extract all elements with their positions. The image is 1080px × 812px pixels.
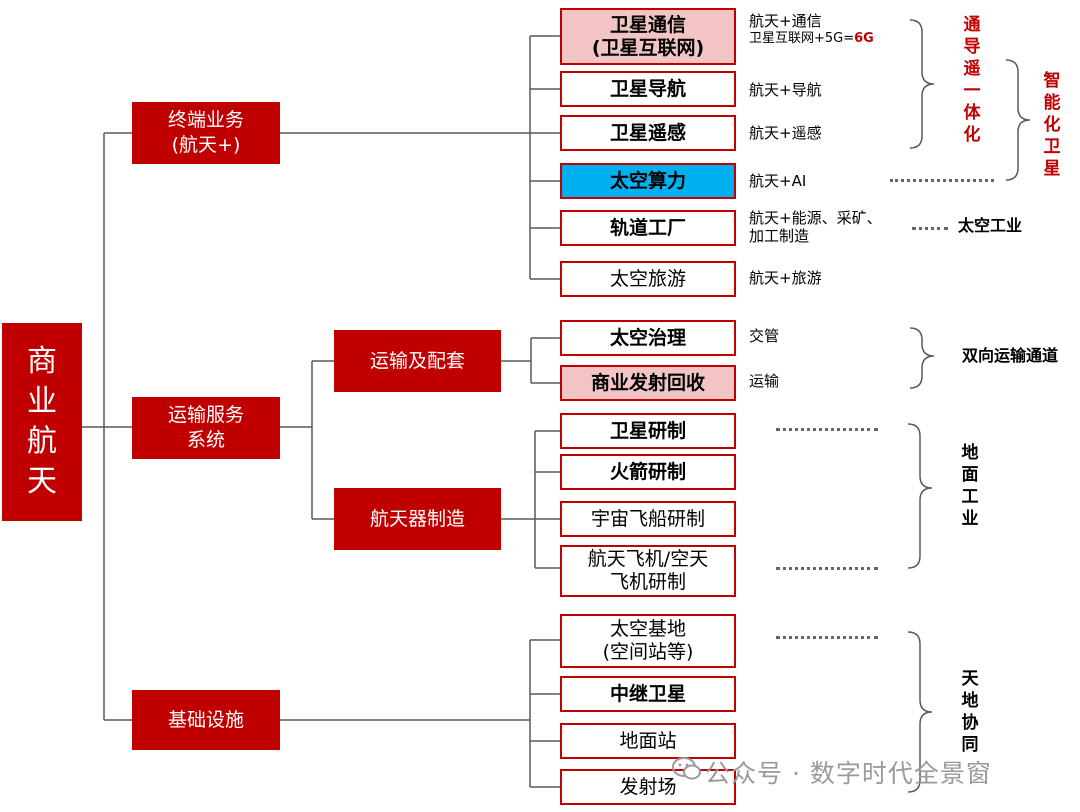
- root-char: 商: [27, 344, 57, 379]
- category-transport-system: 运输服务 系统: [132, 397, 280, 459]
- leaf-satellite-communication: 卫星通信 (卫星互联网): [560, 8, 736, 65]
- category-label: 运输服务: [167, 404, 244, 426]
- category-terminal: 终端业务 (航天+): [132, 102, 280, 164]
- leaf-commercial-launch: 商业发射回收: [560, 365, 736, 401]
- dotted-leader: [776, 636, 878, 639]
- note-transport: 运输: [749, 372, 780, 390]
- note-manufacturing: 航天+能源、采矿、 加工制造: [749, 209, 882, 245]
- leaf-space-computing: 太空算力: [560, 163, 736, 199]
- watermark: 公众号 · 数字时代全景窗: [705, 759, 992, 788]
- note-ai: 航天+AI: [749, 172, 807, 190]
- leaf-orbital-factory: 轨道工厂: [560, 210, 736, 246]
- dotted-leader: [912, 227, 948, 230]
- subcategory-manufacturing: 航天器制造: [334, 488, 501, 550]
- tag-intelligent-satellite: 智能化卫星: [1043, 71, 1061, 179]
- tag-space-industry: 太空工业: [958, 216, 1023, 235]
- leaf-spacecraft-development: 宇宙飞船研制: [560, 501, 736, 537]
- tag-integration: 通导遥一体化: [963, 15, 981, 145]
- subcategory-transport: 运输及配套: [334, 330, 501, 392]
- tag-ground-industry: 地面工业: [961, 443, 979, 529]
- leaf-space-tourism: 太空旅游: [560, 261, 736, 297]
- category-sublabel: 系统: [186, 429, 225, 451]
- root-char: 航: [27, 424, 57, 459]
- note-remote-sensing: 航天+遥感: [749, 124, 822, 142]
- note-traffic: 交管: [749, 327, 780, 345]
- leaf-satellite-development: 卫星研制: [560, 413, 736, 449]
- dotted-leader: [776, 567, 878, 570]
- root-char: 业: [27, 384, 57, 419]
- category-sublabel: (航天+): [171, 134, 241, 156]
- category-label: 基础设施: [167, 708, 244, 731]
- note-navigation: 航天+导航: [749, 81, 822, 99]
- leaf-launch-site: 发射场: [560, 769, 736, 805]
- leaf-rocket-development: 火箭研制: [560, 454, 736, 490]
- note-tourism: 航天+旅游: [749, 269, 822, 287]
- subcategory-label: 航天器制造: [369, 507, 465, 530]
- leaf-satellite-navigation: 卫星导航: [560, 71, 736, 107]
- leaf-relay-satellite: 中继卫星: [560, 676, 736, 712]
- dotted-leader: [890, 179, 994, 182]
- leaf-space-governance: 太空治理: [560, 320, 736, 356]
- leaf-space-base: 太空基地 (空间站等): [560, 614, 736, 668]
- category-label: 终端业务: [167, 109, 244, 131]
- tag-two-way-transport: 双向运输通道: [962, 346, 1059, 365]
- category-infrastructure: 基础设施: [132, 690, 280, 750]
- dotted-leader: [776, 428, 878, 431]
- root-node: 商 业 航 天: [2, 323, 82, 521]
- note-communication: 航天+通信 卫星互联网+5G=6G: [749, 12, 874, 46]
- subcategory-label: 运输及配套: [369, 349, 465, 372]
- leaf-ground-station: 地面站: [560, 723, 736, 759]
- leaf-space-plane-development: 航天飞机/空天 飞机研制: [560, 545, 736, 597]
- root-char: 天: [27, 464, 57, 499]
- wechat-icon: [672, 757, 701, 780]
- tag-space-ground-coordination: 天地协同: [961, 669, 979, 755]
- leaf-satellite-remote-sensing: 卫星遥感: [560, 115, 736, 151]
